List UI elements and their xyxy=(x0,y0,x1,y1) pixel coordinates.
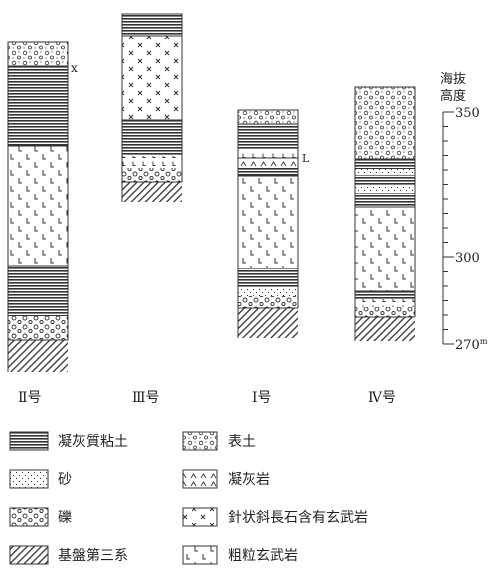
column-outline xyxy=(354,87,416,341)
column-label-2: Ⅱ号 xyxy=(18,390,42,406)
legend-swatch-tuff xyxy=(182,469,218,489)
layer-tuff-clay xyxy=(238,124,298,150)
layer-topsoil xyxy=(237,109,299,125)
layer-coarse-basalt xyxy=(238,150,298,158)
column-2: x xyxy=(7,41,78,372)
layer-basement xyxy=(122,182,182,202)
layer-tuff-clay xyxy=(355,175,415,185)
layer-tuff-clay xyxy=(355,159,415,169)
column-outline xyxy=(237,110,299,338)
scale-unit: m xyxy=(480,337,488,346)
layer-topsoil xyxy=(7,41,69,67)
column-4 xyxy=(354,86,416,341)
layer-tuff-clay xyxy=(121,13,183,37)
layer-basement xyxy=(355,317,415,341)
layer-basement xyxy=(8,340,68,372)
legend-label-acicular-basalt: 針状斜長石含有玄武岩 xyxy=(228,509,368,526)
legend-swatch-topsoil xyxy=(182,431,218,451)
legend-label-tuff-clay: 凝灰質粘土 xyxy=(58,434,128,450)
legend-swatch-sand xyxy=(9,469,49,489)
layer-coarse-basalt xyxy=(122,156,182,168)
scale-label-300: 300 xyxy=(455,251,480,266)
annotation-x-mark: x xyxy=(71,61,78,75)
column-labels: Ⅱ号 Ⅲ号 Ⅰ号 Ⅳ号 xyxy=(18,390,396,406)
layer-sand xyxy=(355,185,415,193)
layer-tuff-clay xyxy=(355,193,415,207)
layer-tuff-clay xyxy=(238,268,298,288)
legend: 凝灰質粘土 表土 砂 凝灰岩 礫 針状斜長石含有玄武岩 基盤第三系 粗粒玄武岩 xyxy=(9,431,368,565)
layer-topsoil xyxy=(354,86,416,160)
column-outline xyxy=(121,14,183,202)
legend-swatch-acicular-basalt xyxy=(182,507,218,527)
scale-label-350: 350 xyxy=(455,106,480,121)
layer-acicular-basalt xyxy=(122,36,182,120)
layer-tuff-clay xyxy=(122,120,182,156)
column-label-3: Ⅲ号 xyxy=(132,390,160,406)
layer-coarse-basalt xyxy=(355,299,415,307)
layer-coarse-basalt xyxy=(238,176,298,268)
legend-swatch-gravel xyxy=(9,507,49,527)
scale-title-line1: 海抜 xyxy=(440,71,466,87)
column-3 xyxy=(121,13,183,202)
layer-coarse-basalt xyxy=(355,207,415,291)
legend-swatch-basement xyxy=(9,545,49,565)
column-label-1: Ⅰ号 xyxy=(252,390,272,406)
legend-label-gravel: 礫 xyxy=(58,510,72,526)
scale-label-270-value: 270 xyxy=(455,338,480,353)
legend-label-basement: 基盤第三系 xyxy=(58,547,128,564)
legend-swatch-tuff-clay xyxy=(9,431,49,451)
column-label-4: Ⅳ号 xyxy=(368,390,396,406)
legend-label-sand: 砂 xyxy=(58,472,72,488)
layer-gravel xyxy=(122,168,182,182)
layer-tuff-clay xyxy=(238,168,298,176)
legend-label-topsoil: 表土 xyxy=(228,434,256,450)
layer-basement xyxy=(238,308,298,338)
column-outline xyxy=(7,42,69,372)
layer-gravel xyxy=(238,296,298,308)
layer-gravel xyxy=(8,316,68,340)
elevation-scale: 海抜 高度 350 300 270m xyxy=(440,71,488,353)
layer-gravel xyxy=(355,307,415,317)
layer-tuff-clay xyxy=(8,266,68,316)
layer-sand xyxy=(238,288,298,296)
column-1: L xyxy=(237,109,310,338)
layer-tuff-clay xyxy=(355,291,415,299)
scale-title-line2: 高度 xyxy=(440,88,466,104)
layer-tuff-clay xyxy=(8,66,68,146)
annotation-l-mark: L xyxy=(302,152,310,165)
legend-label-coarse-basalt: 粗粒玄武岩 xyxy=(228,547,298,564)
scale-label-270: 270m xyxy=(455,337,488,353)
legend-label-tuff: 凝灰岩 xyxy=(228,472,270,488)
legend-swatch-coarse-basalt xyxy=(182,545,218,565)
layer-coarse-basalt xyxy=(8,146,68,266)
layer-sand xyxy=(355,169,415,175)
layer-tuff xyxy=(238,158,298,168)
scale-minor-ticks xyxy=(443,111,448,345)
